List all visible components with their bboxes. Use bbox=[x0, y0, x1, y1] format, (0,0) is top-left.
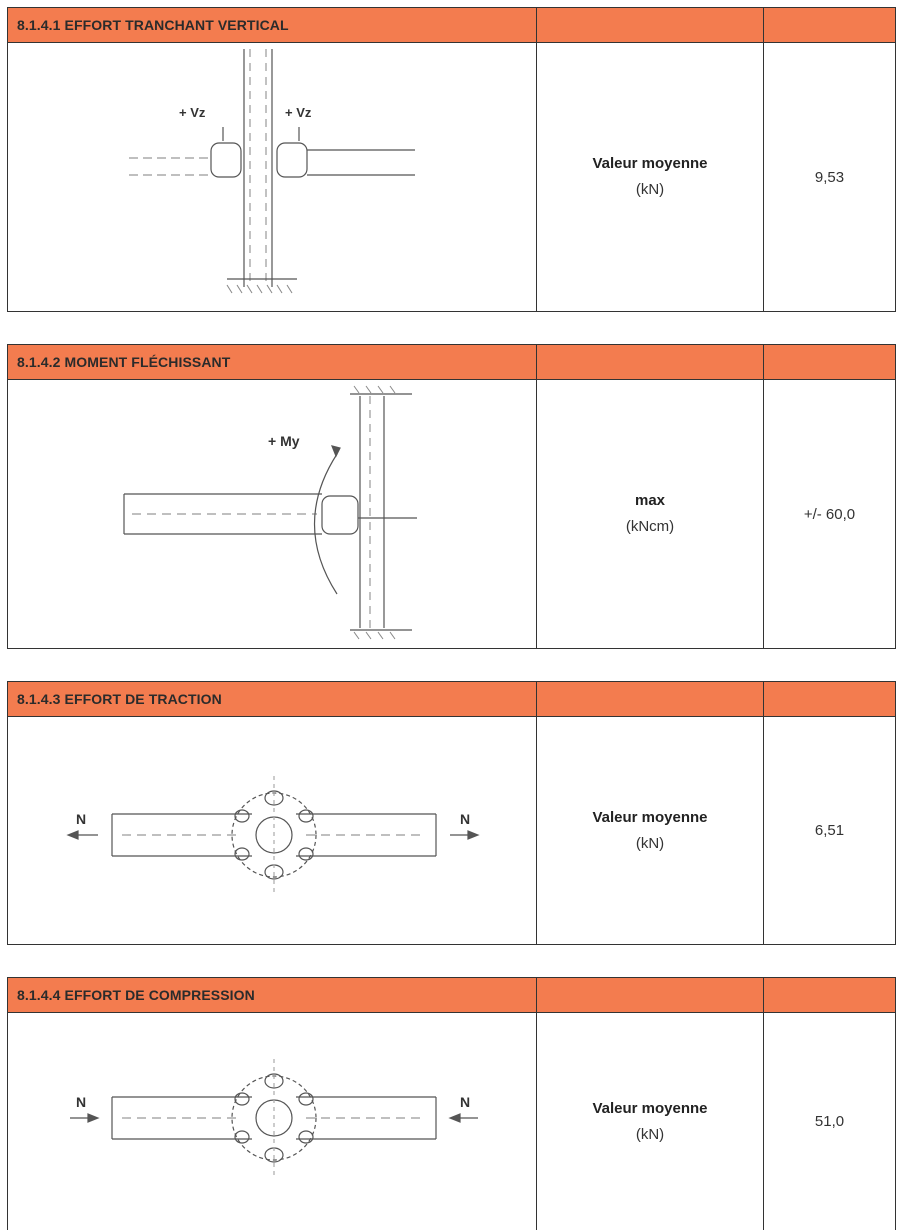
figure-label-vz-left: + Vz bbox=[179, 105, 206, 120]
section-title: 8.1.4.4 EFFORT DE COMPRESSION bbox=[8, 978, 537, 1012]
quantity-unit: (kN) bbox=[635, 1125, 665, 1143]
quantity-cell: Valeur moyenne (kN) bbox=[537, 717, 764, 944]
section-title: 8.1.4.1 EFFORT TRANCHANT VERTICAL bbox=[8, 8, 537, 42]
figure-cell: + Vz + Vz bbox=[8, 43, 537, 311]
value-cell: +/- 60,0 bbox=[803, 505, 856, 523]
figure-label-n-left: N bbox=[76, 1094, 86, 1110]
quantity-cell: Valeur moyenne (kN) bbox=[537, 1013, 764, 1230]
figure-label-vz-right: + Vz bbox=[285, 105, 312, 120]
section-title: 8.1.4.2 MOMENT FLÉCHISSANT bbox=[8, 345, 537, 379]
section-tensile-force: 8.1.4.3 EFFORT DE TRACTION bbox=[7, 681, 896, 945]
figure-label-n-left: N bbox=[76, 811, 86, 827]
value-cell: 51,0 bbox=[814, 1113, 845, 1130]
section-title: 8.1.4.3 EFFORT DE TRACTION bbox=[8, 682, 537, 716]
quantity-unit: (kN) bbox=[635, 834, 665, 852]
figure-label-n-right: N bbox=[460, 811, 470, 827]
quantity-label: Valeur moyenne bbox=[592, 155, 708, 172]
quantity-label: Valeur moyenne bbox=[592, 1099, 708, 1117]
figure-label-n-right: N bbox=[460, 1094, 470, 1110]
section-header: 8.1.4.4 EFFORT DE COMPRESSION bbox=[8, 978, 895, 1013]
quantity-label: max bbox=[634, 492, 666, 509]
moment-diagram: + My bbox=[123, 385, 417, 640]
section-header: 8.1.4.1 EFFORT TRANCHANT VERTICAL bbox=[8, 8, 895, 43]
quantity-cell: Valeur moyenne (kN) bbox=[537, 43, 764, 311]
shear-diagram: + Vz + Vz bbox=[129, 49, 415, 294]
figure-cell: N N bbox=[8, 717, 537, 944]
quantity-cell: max (kNcm) bbox=[537, 380, 764, 648]
tension-diagram: N N bbox=[66, 775, 480, 896]
quantity-unit: (kN) bbox=[635, 181, 665, 198]
section-vertical-shear: 8.1.4.1 EFFORT TRANCHANT VERTICAL bbox=[7, 7, 896, 312]
section-bending-moment: 8.1.4.2 MOMENT FLÉCHISSANT bbox=[7, 344, 896, 649]
compression-diagram: N N bbox=[70, 1058, 478, 1179]
section-header: 8.1.4.2 MOMENT FLÉCHISSANT bbox=[8, 345, 895, 380]
value-cell: 9,53 bbox=[814, 168, 845, 186]
value-cell: 6,51 bbox=[814, 822, 845, 839]
quantity-unit: (kNcm) bbox=[625, 518, 675, 535]
figure-cell: + My bbox=[8, 380, 537, 648]
quantity-label: Valeur moyenne bbox=[592, 808, 708, 826]
section-compression-force: 8.1.4.4 EFFORT DE COMPRESSION bbox=[7, 977, 896, 1230]
section-header: 8.1.4.3 EFFORT DE TRACTION bbox=[8, 682, 895, 717]
figure-label-my: + My bbox=[268, 433, 300, 449]
figure-cell: N N bbox=[8, 1013, 537, 1230]
